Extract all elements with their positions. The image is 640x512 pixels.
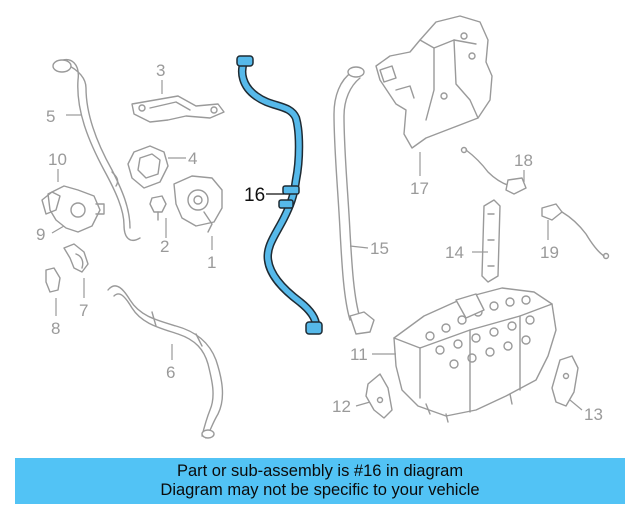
part-12-bracket[interactable] (365, 373, 393, 419)
callout-labels: 5 3 10 4 9 2 1 7 8 6 15 17 18 14 19 11 1… (36, 61, 603, 424)
part-5-hose[interactable] (52, 59, 141, 242)
callout-11: 11 (350, 345, 368, 364)
part-6-pipe[interactable] (107, 285, 224, 439)
callout-13: 13 (584, 405, 603, 424)
part-13-bracket[interactable] (551, 355, 579, 407)
callout-10: 10 (48, 150, 67, 169)
callout-9: 9 (36, 225, 45, 244)
callout-12: 12 (332, 397, 351, 416)
banner-line-2: Diagram may not be specific to your vehi… (160, 481, 480, 499)
banner-line-1: Part or sub-assembly is #16 in diagram (176, 462, 464, 480)
leader-lines (51, 80, 583, 411)
callout-15: 15 (370, 239, 389, 258)
part-11-housing[interactable] (393, 287, 557, 423)
callout-18: 18 (514, 151, 533, 170)
callout-16: 16 (244, 185, 265, 206)
parts-diagram: 5 3 10 4 9 2 1 7 8 6 15 17 18 14 19 11 1… (36, 15, 610, 439)
callout-4: 4 (188, 149, 197, 168)
callout-17: 17 (410, 179, 429, 198)
part-3-bracket[interactable] (131, 95, 225, 123)
callout-8: 8 (51, 319, 60, 338)
part-17-canister[interactable] (375, 15, 493, 149)
part-15-hose[interactable] (333, 66, 375, 335)
callout-1: 1 (207, 253, 216, 272)
callout-19: 19 (540, 243, 559, 262)
callout-3: 3 (156, 61, 165, 80)
part-16-hose-highlighted[interactable] (236, 55, 323, 335)
part-7-elbow[interactable] (63, 243, 89, 273)
part-2-sensor[interactable] (149, 195, 167, 221)
part-9-valve[interactable] (41, 185, 105, 233)
callout-5: 5 (46, 107, 55, 126)
part-1-pump[interactable] (173, 175, 223, 233)
callout-14: 14 (445, 243, 464, 262)
part-14-bracket[interactable] (481, 199, 501, 283)
part-8-clip[interactable] (45, 267, 61, 293)
callout-6: 6 (166, 363, 175, 382)
callout-2: 2 (160, 237, 169, 256)
info-banner: Part or sub-assembly is #16 in diagram D… (15, 458, 625, 504)
part-4-gasket[interactable] (127, 145, 169, 189)
callout-7: 7 (79, 301, 88, 320)
part-19-sensor[interactable] (541, 203, 610, 260)
part-18-sensor[interactable] (460, 146, 527, 195)
